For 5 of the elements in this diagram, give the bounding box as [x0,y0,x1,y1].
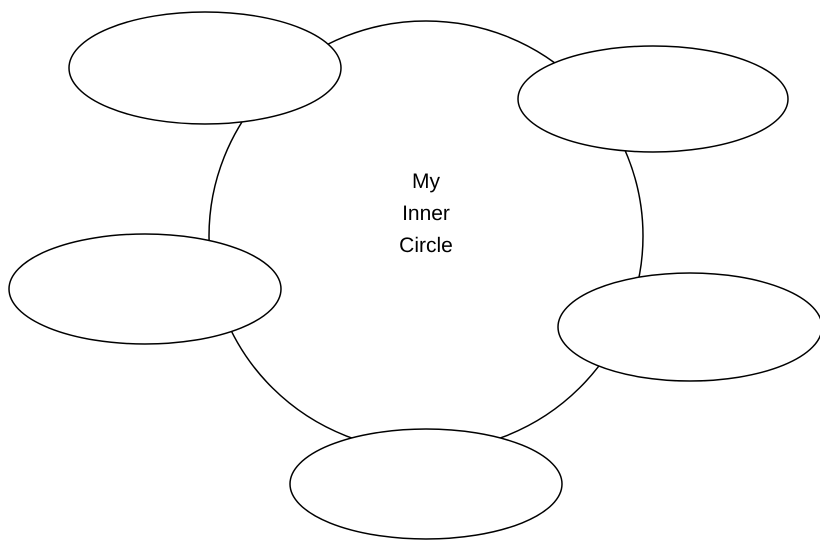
empty-ellipse [8,233,282,345]
empty-ellipse [68,11,342,125]
empty-ellipse [289,428,563,540]
circle-title: My Inner Circle [398,169,454,260]
empty-ellipse [517,45,789,153]
